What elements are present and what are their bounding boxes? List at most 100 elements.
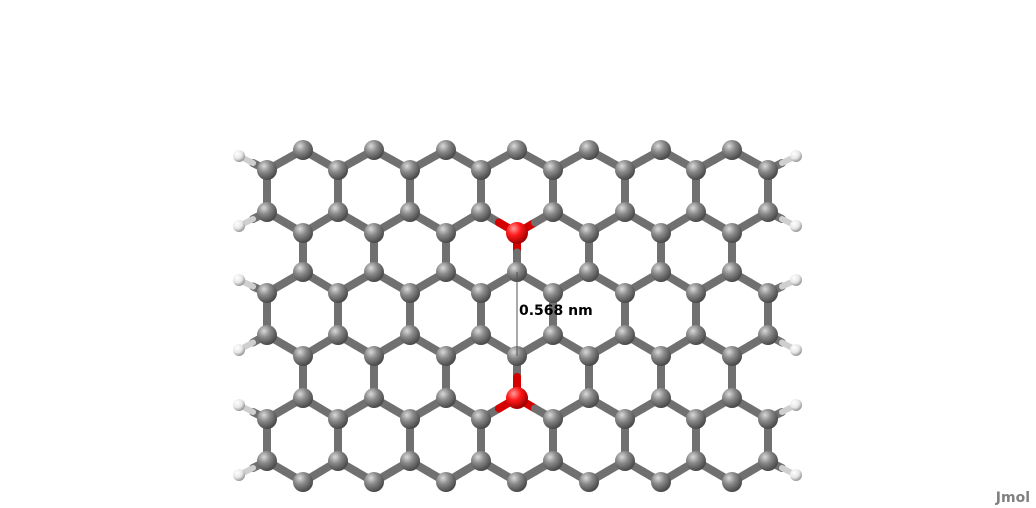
hydrogen-atom[interactable]	[233, 399, 245, 411]
carbon-atom[interactable]	[543, 202, 563, 222]
carbon-atom[interactable]	[686, 409, 706, 429]
carbon-atom[interactable]	[364, 346, 384, 366]
hydrogen-atom[interactable]	[233, 150, 245, 162]
carbon-atom[interactable]	[436, 140, 456, 160]
carbon-atom[interactable]	[364, 140, 384, 160]
hydrogen-atom[interactable]	[233, 274, 245, 286]
carbon-atom[interactable]	[651, 388, 671, 408]
carbon-atom[interactable]	[579, 472, 599, 492]
hydrogen-atom[interactable]	[790, 399, 802, 411]
carbon-atom[interactable]	[615, 409, 635, 429]
carbon-atom[interactable]	[686, 325, 706, 345]
carbon-atom[interactable]	[293, 223, 313, 243]
carbon-atom[interactable]	[615, 160, 635, 180]
oxygen-atom[interactable]	[506, 222, 528, 244]
carbon-atom[interactable]	[758, 409, 778, 429]
carbon-atom[interactable]	[722, 223, 742, 243]
carbon-atom[interactable]	[328, 409, 348, 429]
carbon-atom[interactable]	[293, 346, 313, 366]
carbon-atom[interactable]	[364, 472, 384, 492]
carbon-atom[interactable]	[722, 472, 742, 492]
carbon-atom[interactable]	[615, 451, 635, 471]
carbon-atom[interactable]	[257, 409, 277, 429]
carbon-atom[interactable]	[364, 223, 384, 243]
carbon-atom[interactable]	[579, 262, 599, 282]
carbon-atom[interactable]	[651, 262, 671, 282]
carbon-atom[interactable]	[400, 202, 420, 222]
carbon-atom[interactable]	[257, 451, 277, 471]
carbon-atom[interactable]	[758, 160, 778, 180]
carbon-atom[interactable]	[400, 325, 420, 345]
carbon-atom[interactable]	[758, 283, 778, 303]
carbon-atom[interactable]	[400, 283, 420, 303]
carbon-atom[interactable]	[364, 388, 384, 408]
carbon-atom[interactable]	[722, 346, 742, 366]
carbon-atom[interactable]	[686, 160, 706, 180]
carbon-atom[interactable]	[471, 409, 491, 429]
carbon-atom[interactable]	[436, 472, 456, 492]
carbon-atom[interactable]	[543, 160, 563, 180]
carbon-atom[interactable]	[328, 451, 348, 471]
carbon-atom[interactable]	[257, 325, 277, 345]
carbon-atom[interactable]	[436, 223, 456, 243]
carbon-atom[interactable]	[651, 223, 671, 243]
carbon-atom[interactable]	[328, 202, 348, 222]
hydrogen-atom[interactable]	[790, 220, 802, 232]
carbon-atom[interactable]	[471, 451, 491, 471]
carbon-atom[interactable]	[293, 388, 313, 408]
carbon-atom[interactable]	[579, 140, 599, 160]
carbon-atom[interactable]	[543, 451, 563, 471]
carbon-atom[interactable]	[400, 451, 420, 471]
carbon-atom[interactable]	[722, 388, 742, 408]
carbon-atom[interactable]	[758, 451, 778, 471]
carbon-atom[interactable]	[471, 160, 491, 180]
carbon-atom[interactable]	[722, 140, 742, 160]
hydrogen-atom[interactable]	[790, 274, 802, 286]
carbon-atom[interactable]	[579, 388, 599, 408]
carbon-atom[interactable]	[686, 451, 706, 471]
hydrogen-atom[interactable]	[790, 150, 802, 162]
hydrogen-atom[interactable]	[233, 469, 245, 481]
carbon-atom[interactable]	[722, 262, 742, 282]
carbon-atom[interactable]	[436, 346, 456, 366]
oxygen-atom[interactable]	[506, 387, 528, 409]
carbon-atom[interactable]	[257, 202, 277, 222]
carbon-atom[interactable]	[758, 325, 778, 345]
carbon-atom[interactable]	[471, 202, 491, 222]
carbon-atom[interactable]	[436, 262, 456, 282]
carbon-atom[interactable]	[651, 140, 671, 160]
carbon-atom[interactable]	[293, 140, 313, 160]
carbon-atom[interactable]	[507, 140, 527, 160]
carbon-atom[interactable]	[293, 472, 313, 492]
carbon-atom[interactable]	[257, 283, 277, 303]
carbon-atom[interactable]	[293, 262, 313, 282]
hydrogen-atom[interactable]	[790, 344, 802, 356]
carbon-atom[interactable]	[686, 283, 706, 303]
carbon-atom[interactable]	[328, 160, 348, 180]
carbon-atom[interactable]	[543, 409, 563, 429]
carbon-atom[interactable]	[257, 160, 277, 180]
hydrogen-atom[interactable]	[233, 344, 245, 356]
carbon-atom[interactable]	[328, 283, 348, 303]
carbon-atom[interactable]	[364, 262, 384, 282]
carbon-atom[interactable]	[615, 202, 635, 222]
carbon-atom[interactable]	[579, 346, 599, 366]
carbon-atom[interactable]	[543, 283, 563, 303]
carbon-atom[interactable]	[436, 388, 456, 408]
carbon-atom[interactable]	[758, 202, 778, 222]
carbon-atom[interactable]	[579, 223, 599, 243]
carbon-atom[interactable]	[400, 160, 420, 180]
carbon-atom[interactable]	[651, 346, 671, 366]
hydrogen-atom[interactable]	[790, 469, 802, 481]
carbon-atom[interactable]	[615, 325, 635, 345]
carbon-atom[interactable]	[615, 283, 635, 303]
hydrogen-atom[interactable]	[233, 220, 245, 232]
carbon-atom[interactable]	[471, 283, 491, 303]
carbon-atom[interactable]	[507, 472, 527, 492]
carbon-atom[interactable]	[400, 409, 420, 429]
carbon-atom[interactable]	[471, 325, 491, 345]
carbon-atom[interactable]	[651, 472, 671, 492]
carbon-atom[interactable]	[543, 325, 563, 345]
carbon-atom[interactable]	[328, 325, 348, 345]
